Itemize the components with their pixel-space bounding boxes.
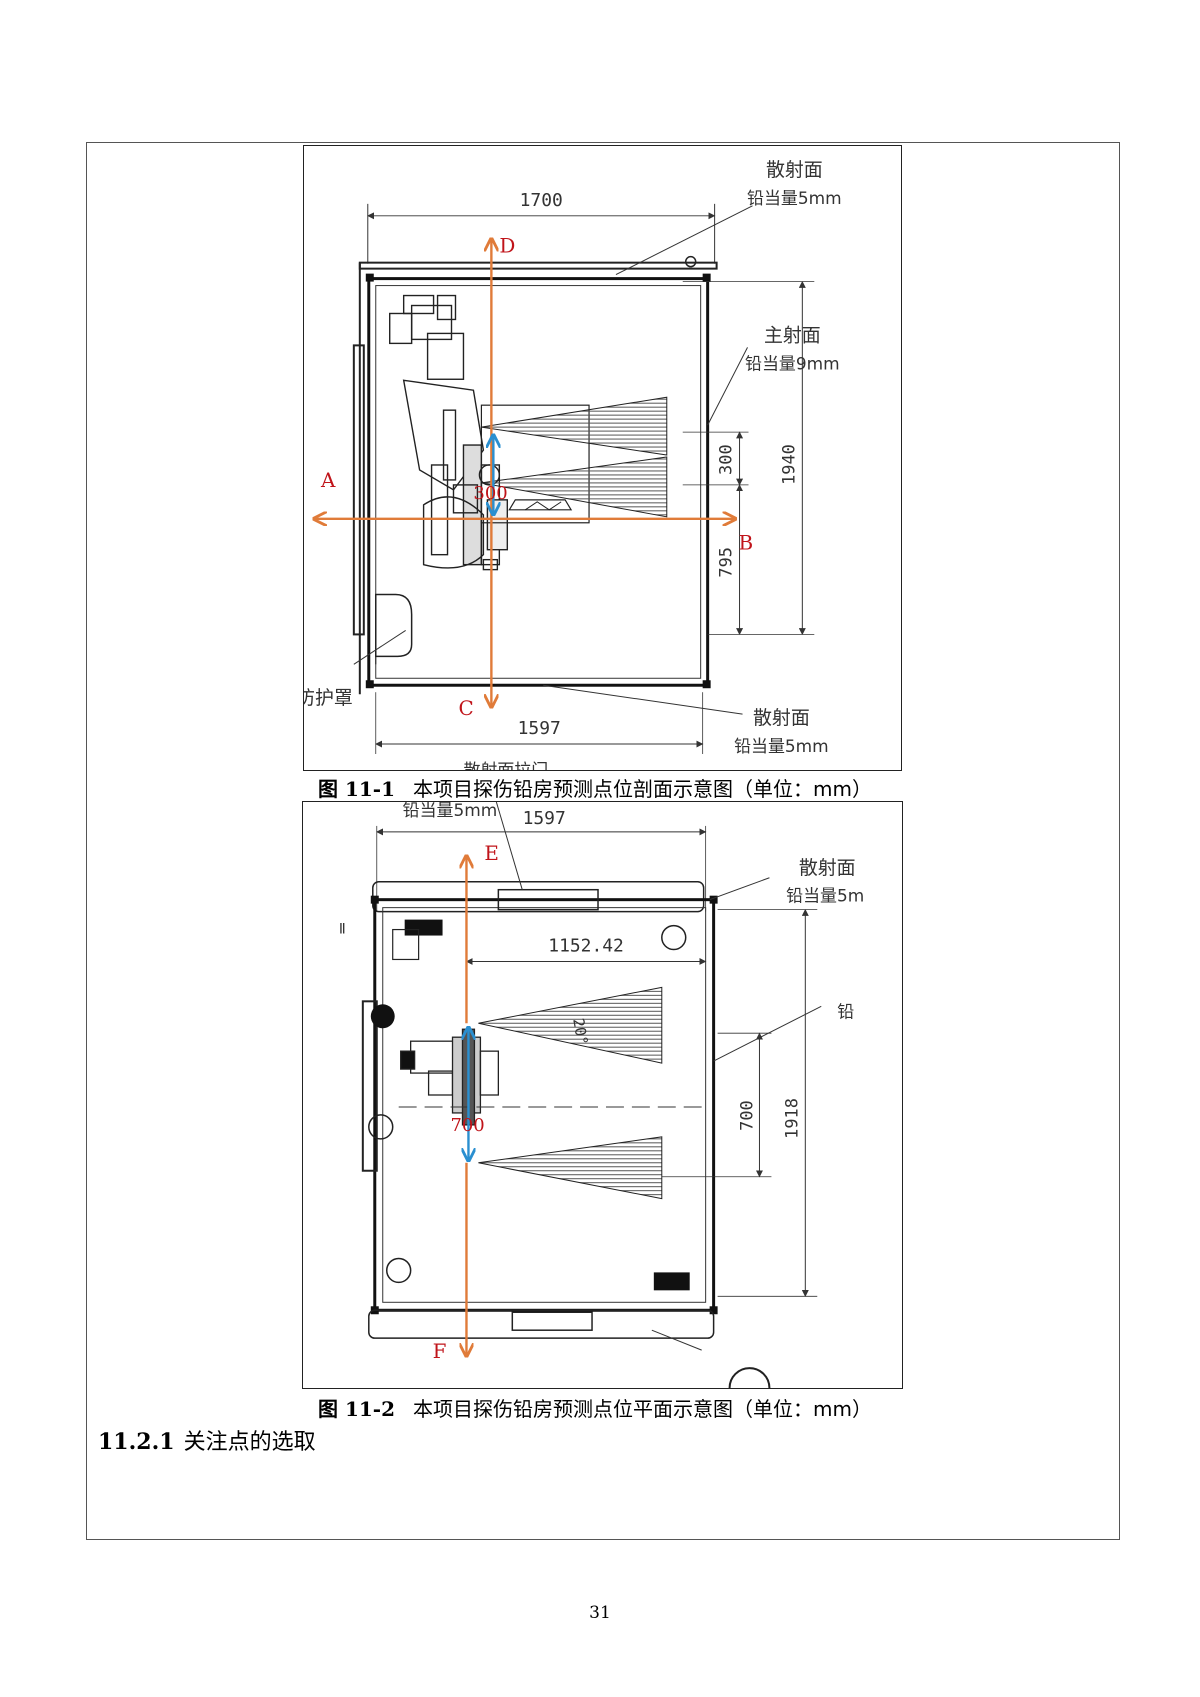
label-cut-bottom: 散射面拉门 (463, 760, 548, 770)
point-a-label: A (320, 469, 336, 492)
section-number: 11.2.1 (98, 1429, 175, 1455)
label-guard: 防护罩 (304, 687, 353, 709)
dim-right-1918: 1918 (781, 1098, 801, 1139)
label-primary-pb: 铅当量9mm (745, 353, 840, 373)
label-right-cut: 铅 (837, 1001, 854, 1021)
section-drawing: 1700 (304, 159, 842, 770)
dim-top-1700: 1700 (520, 190, 563, 211)
label-scatter-top: 散射面 (766, 159, 823, 181)
angle-label: 20° (569, 1017, 591, 1047)
label-scatter-top-pb: 铅当量5mm (747, 188, 842, 208)
point-f-label: F (433, 1340, 447, 1363)
figure1-caption: 图 11-1 本项目探伤铅房预测点位剖面示意图（单位：mm） (318, 773, 872, 802)
point-d-label: D (499, 235, 515, 258)
dim-right-300: 300 (716, 444, 736, 475)
figure2-caption-number: 图 11-2 (318, 1397, 396, 1421)
page-frame (86, 142, 1120, 1540)
figure2-caption-text: 本项目探伤铅房预测点位平面示意图（单位：mm） (413, 1397, 872, 1421)
figure-section-view: 1700 (303, 145, 902, 771)
point-e-label: E (484, 842, 499, 865)
label-scatter-bottom-pb: 铅当量5mm (734, 736, 829, 756)
figure1-caption-number: 图 11-1 (318, 777, 396, 801)
label-left-cut: Ⅱ (339, 922, 346, 938)
inspection-machine (389, 294, 509, 571)
label-scatter-pb: 铅当量5m (786, 886, 864, 906)
page-number: 31 (589, 1603, 611, 1623)
label-cut-top: 铅当量5mm (403, 802, 498, 820)
label-scatter-bottom: 散射面 (753, 707, 810, 729)
center-700-label: 700 (451, 1115, 485, 1136)
label-primary: 主射面 (764, 324, 821, 346)
inspection-machine-plan (400, 1028, 500, 1126)
dim-right-1940: 1940 (778, 444, 798, 485)
dim-bottom-1597: 1597 (518, 718, 561, 739)
figure-plan-view: 铅当量5mm 1597 Ⅱ (302, 801, 903, 1389)
section-title: 关注点的选取 (183, 1430, 316, 1455)
figure1-caption-text: 本项目探伤铅房预测点位剖面示意图（单位：mm） (413, 777, 872, 801)
figure2-caption: 图 11-2 本项目探伤铅房预测点位平面示意图（单位：mm） (318, 1393, 872, 1422)
dim-right-795: 795 (716, 547, 736, 578)
dim-inner-1152: 1152.42 (548, 935, 624, 956)
dim-top-1597: 1597 (523, 808, 566, 829)
point-c-label: C (458, 697, 473, 720)
dim-right-700: 700 (736, 1100, 756, 1131)
plan-drawing: 铅当量5mm 1597 Ⅱ (339, 802, 864, 1388)
section-heading: 11.2.1 关注点的选取 (98, 1424, 316, 1456)
center-300-label: 300 (473, 483, 507, 504)
label-scatter: 散射面 (799, 857, 856, 879)
point-b-label: B (739, 532, 754, 555)
